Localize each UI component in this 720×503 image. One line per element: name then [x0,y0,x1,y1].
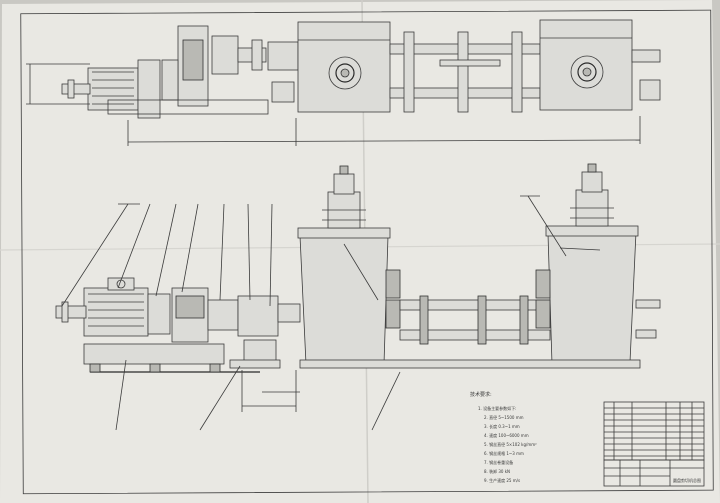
top-right-shear-housing [539,19,633,111]
top-left-disc [328,56,362,90]
tech-req-line: 1. 设备主要参数如下: [478,405,516,411]
leader-line [155,203,177,297]
tech-req-line: 5. 钢丝直径 5×102 kg/mm² [484,441,537,447]
front-base-rail [299,359,641,369]
top-motor-body [87,67,139,111]
drawing-title: 圆盘剪切机总图 [673,477,701,483]
leader-line [269,203,273,307]
title-block: 圆盘剪切机总图 [603,459,705,487]
technical-requirements: 技术要求: 1. 设备主要参数如下: 2. 直径 5~1500 mm 3. 长度… [470,391,537,483]
top-left-shear-housing [297,21,391,113]
drawing-frame [20,9,714,495]
tech-req-line: 8. 装卸 30 kN [484,468,510,474]
leader-line [219,203,225,301]
front-lower-shaft [399,329,551,341]
leader-line [117,203,151,289]
leader-line [247,203,251,301]
front-right-shear-housing [547,231,637,365]
front-view [55,163,661,431]
top-shaft-end [61,83,91,95]
top-right-disc [570,55,604,89]
leader-line [199,365,241,431]
tech-req-line: 9. 生产速度 25 m/s [484,477,520,483]
front-left-shear-housing [299,235,389,365]
leader-line [181,203,199,293]
tech-req-line: 2. 直径 5~1500 mm [484,414,524,420]
front-motor-base [83,343,225,365]
tech-req-line: 7. 钢丝卷重设备 [484,459,513,465]
tech-req-line: 4. 速度 100~6000 mm [484,432,529,438]
top-view [26,19,661,146]
leader-line [115,359,127,431]
leader-line [61,203,129,307]
top-dimension-line [127,139,641,143]
front-coupling [237,295,279,337]
front-shaft-end [55,305,87,319]
leader-line [527,195,567,257]
tech-req-line: 6. 钢丝规格 1~3 mm [484,450,524,456]
tech-req-line: 3. 长度 0.3~1 mm [484,423,520,429]
tech-req-title: 技术要求: [470,391,492,398]
top-coupling [211,35,239,75]
leader-line [371,371,401,431]
front-motor-body [83,287,149,337]
